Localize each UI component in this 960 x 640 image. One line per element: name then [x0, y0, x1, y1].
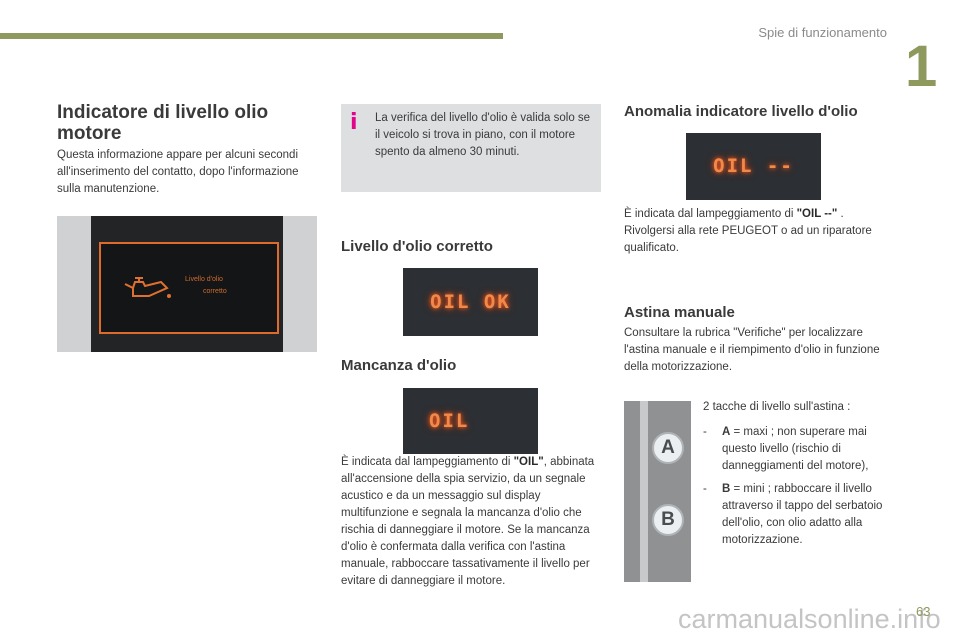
info-text: La verifica del livello d'olio è valida …: [375, 112, 591, 158]
fault-title: Anomalia indicatore livello d'olio: [624, 103, 858, 120]
dipstick-illustration: A B: [624, 401, 691, 582]
watermark: carmanualsonline.info: [678, 604, 941, 634]
cluster-screen: Livello d'olio corretto: [99, 242, 279, 334]
chapter-number: 1: [905, 34, 938, 99]
oil-can-icon: [124, 277, 171, 298]
oil-dash-display: OIL --: [686, 133, 821, 200]
page-title: Indicatore di livello olio motore: [57, 102, 269, 144]
instrument-cluster: Livello d'olio corretto: [91, 216, 283, 352]
mark-b-label: B: [652, 504, 684, 536]
dipstick-rod: [640, 401, 648, 582]
dipstick-text: Consultare la rubrica "Verifiche" per lo…: [624, 327, 880, 373]
low-oil-text: È indicata dal lampeggiamento di "OIL", …: [341, 456, 595, 587]
oil-ok-display: OIL OK: [403, 268, 538, 336]
section-title: Spie di funzionamento: [758, 25, 887, 40]
page-number: 63: [916, 604, 931, 619]
header-accent-bar: [0, 33, 503, 39]
low-oil-title: Mancanza d'olio: [341, 357, 457, 374]
info-box: i La verifica del livello d'olio è valid…: [341, 104, 601, 192]
correct-level-title: Livello d'olio corretto: [341, 238, 493, 255]
mark-a-label: A: [652, 432, 684, 464]
dipstick-title: Astina manuale: [624, 304, 735, 321]
fault-text: È indicata dal lampeggiamento di "OIL --…: [624, 208, 872, 254]
info-icon: i: [350, 110, 358, 135]
cluster-message: Livello d'olio corretto: [185, 276, 227, 295]
dashboard-illustration: Livello d'olio corretto: [57, 216, 317, 352]
marks-intro: 2 tacche di livello sull'astina :: [703, 401, 851, 413]
oil-display: OIL: [403, 388, 538, 454]
intro-text: Questa informazione appare per alcuni se…: [57, 149, 299, 195]
